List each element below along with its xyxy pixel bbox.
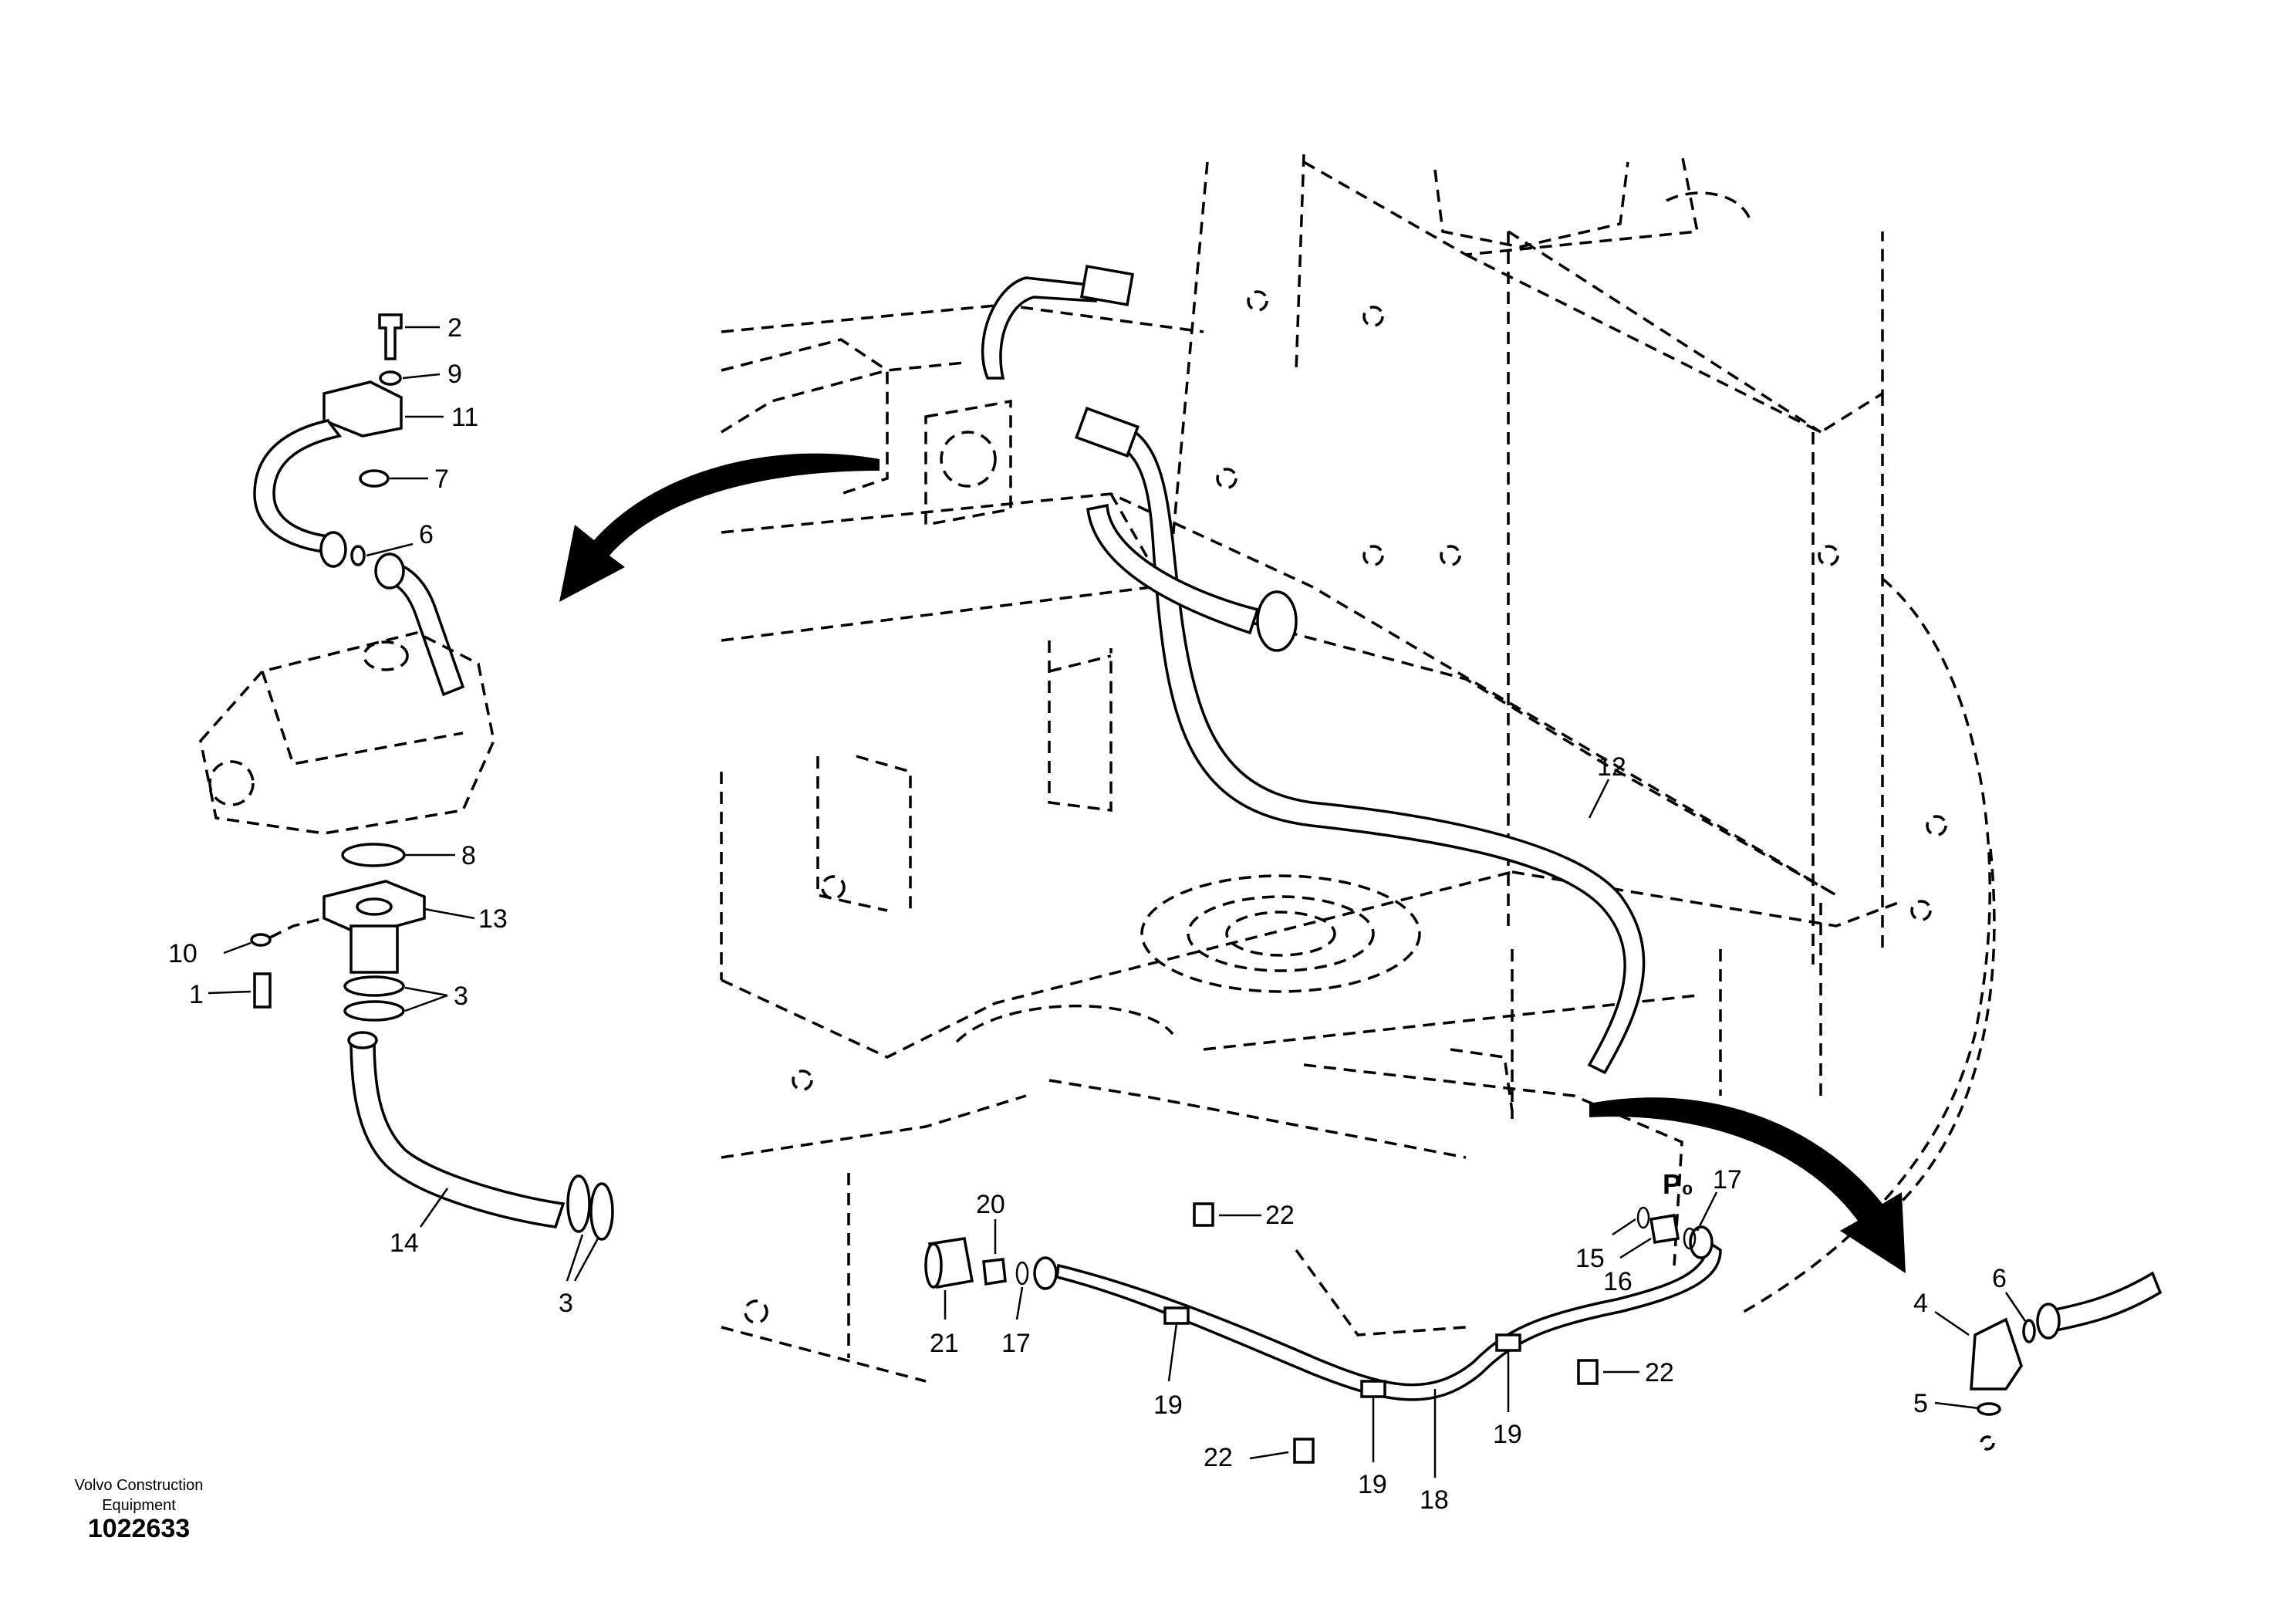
machine-frame-outline	[720, 154, 1996, 1383]
callout-17-left: 17	[1001, 1329, 1031, 1358]
callout-labels: 2 9 11 7 6 8 13 10 1 3 14 3 12 20 21 17 …	[168, 313, 2007, 1515]
callout-17-right: 17	[1713, 1165, 1742, 1195]
brand-line-2: Equipment	[102, 1497, 176, 1514]
callout-1: 1	[189, 980, 204, 1009]
pilot-port-label: P₀	[1663, 1168, 1693, 1200]
callout-3-lower: 3	[559, 1289, 573, 1318]
callout-15: 15	[1575, 1244, 1605, 1273]
callout-4: 4	[1913, 1289, 1928, 1318]
callout-5: 5	[1913, 1389, 1928, 1418]
callout-20: 20	[976, 1190, 1005, 1219]
bolt-22-bottom	[1293, 1438, 1315, 1464]
o-ring-15	[1636, 1206, 1650, 1229]
callout-19-mid: 19	[1358, 1470, 1387, 1499]
callout-14: 14	[390, 1228, 419, 1258]
callout-19-right: 19	[1493, 1420, 1522, 1449]
bolt-22-right	[1577, 1359, 1599, 1385]
callout-6-left: 6	[419, 520, 434, 549]
callout-18: 18	[1420, 1485, 1449, 1515]
callout-16: 16	[1603, 1267, 1633, 1296]
callout-11: 11	[451, 403, 478, 432]
callout-3-upper: 3	[454, 982, 468, 1011]
callout-12: 12	[1597, 752, 1626, 782]
callout-10: 10	[168, 939, 198, 968]
brand-caption: Volvo Construction Equipment	[54, 1475, 224, 1516]
pointer-arrow-right	[1589, 1097, 1906, 1273]
callout-19-left: 19	[1153, 1391, 1183, 1420]
callout-13: 13	[478, 904, 508, 934]
callout-21: 21	[930, 1329, 959, 1358]
o-ring-17-left	[1015, 1261, 1029, 1286]
fitting-16	[1649, 1213, 1680, 1245]
exploded-pump-assembly	[199, 313, 614, 1241]
main-suction-hose	[981, 265, 1646, 1075]
pilot-hose	[1033, 1225, 1722, 1401]
bolt-22-top	[1193, 1202, 1214, 1227]
callout-6-right: 6	[1992, 1264, 2007, 1293]
pointer-arrow-left	[559, 453, 880, 602]
callout-22-bottom: 22	[1204, 1443, 1233, 1472]
callout-9: 9	[447, 360, 462, 389]
callout-7: 7	[434, 465, 449, 494]
callout-8: 8	[461, 841, 476, 870]
fitting-20	[982, 1258, 1007, 1286]
brand-line-1: Volvo Construction	[74, 1477, 204, 1494]
fitting-21	[924, 1237, 974, 1289]
image-id: 1022633	[87, 1514, 191, 1543]
elbow-detail-right	[1970, 1271, 2163, 1451]
callout-2: 2	[447, 313, 462, 343]
callout-22-top: 22	[1265, 1201, 1295, 1230]
callout-22-right: 22	[1645, 1358, 1674, 1387]
o-ring-17-right	[1683, 1227, 1697, 1250]
leader-lines	[208, 326, 2027, 1478]
